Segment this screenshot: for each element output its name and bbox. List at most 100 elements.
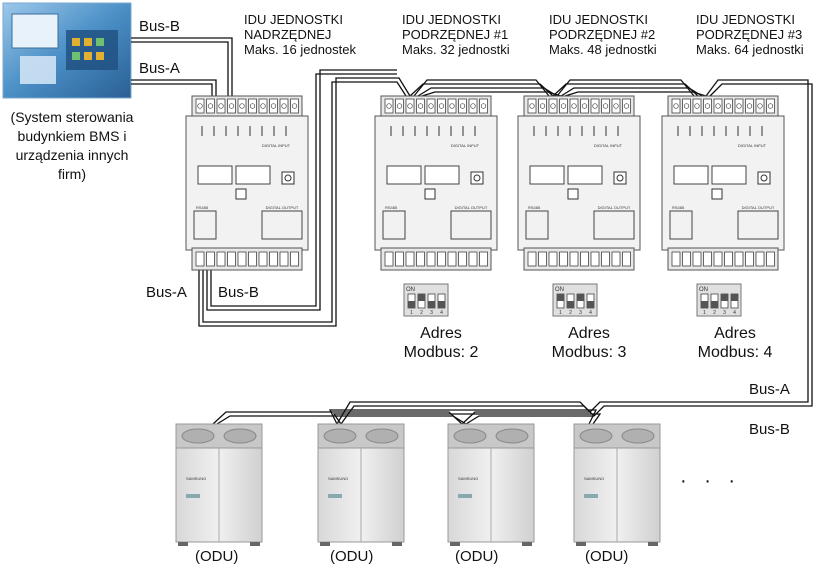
rs485-label: RS485	[672, 205, 685, 210]
terminal-screw	[447, 251, 457, 267]
bms-caption: (System sterowania budynkiem BMS i urząd…	[0, 108, 152, 184]
dip-number: 1	[703, 310, 706, 316]
dip-number: 2	[713, 310, 716, 316]
terminal-screw	[755, 98, 765, 114]
terminal-screw	[195, 251, 205, 267]
odu-fan	[621, 428, 655, 444]
odu-brand: SAMSUNG	[458, 476, 478, 481]
terminal-screw-head	[539, 103, 546, 109]
address-line: Adres	[568, 325, 610, 342]
terminal-screw	[671, 98, 681, 114]
terminal-screw	[538, 98, 547, 114]
terminal-screw	[611, 251, 621, 267]
dip-number: 2	[569, 310, 572, 316]
slave2-modbus-address: Adres Modbus: 3	[534, 324, 644, 362]
odu-label: (ODU)	[585, 548, 629, 565]
dip-on-label: ON	[555, 287, 564, 293]
header-line: PODRZĘDNEJ #1	[402, 27, 509, 42]
terminal-screw-head	[417, 103, 424, 109]
dip-number: 4	[440, 310, 443, 316]
header-line: PODRZĘDNEJ #3	[696, 27, 803, 42]
reset-button-inner	[616, 174, 624, 182]
terminal-screw	[227, 251, 236, 267]
terminal-screw	[671, 251, 681, 267]
terminal-screw-head	[449, 103, 455, 109]
terminal-screw-head	[438, 103, 445, 109]
odu-foot	[392, 542, 402, 546]
dip-toggle	[731, 294, 738, 301]
terminal-screw-head	[683, 103, 690, 109]
digital-output-section	[450, 210, 492, 240]
odu-fan	[323, 428, 357, 444]
header-line: NADRZĘDNEJ	[244, 27, 332, 42]
reset-button	[281, 171, 295, 185]
odu-label: (ODU)	[455, 548, 499, 565]
more-odu-ellipsis: · · ·	[680, 470, 742, 492]
terminal-screw	[468, 251, 478, 267]
master-module-header: IDU JEDNOSTKI NADRZĘDNEJ Maks. 16 jednos…	[244, 12, 356, 57]
odu-indicator	[458, 494, 472, 498]
dip-block	[386, 165, 422, 185]
rs485-section	[525, 210, 549, 240]
dip-number: 2	[420, 310, 423, 316]
terminal-screw	[237, 98, 247, 114]
terminal-screw-head	[613, 103, 619, 109]
terminal-screw	[569, 251, 579, 267]
terminal-screw	[447, 98, 457, 114]
terminal-screw-head	[197, 103, 203, 109]
terminal-screw-head	[736, 103, 742, 109]
bus-a-label-bottom: Bus-A	[146, 284, 187, 301]
odu-label: (ODU)	[195, 548, 239, 565]
terminal-screw-head	[757, 103, 763, 109]
terminal-screw	[692, 98, 702, 114]
address-line: Modbus: 2	[403, 344, 479, 361]
dip-block	[711, 165, 747, 185]
odu-foot	[250, 542, 260, 546]
terminal-screw	[395, 251, 404, 267]
terminal-screw-head	[529, 103, 535, 109]
terminal-screw-head	[571, 103, 577, 109]
terminal-screw	[527, 251, 537, 267]
terminal-screw	[580, 251, 589, 267]
odu-bus-wiring	[212, 401, 740, 425]
terminal-screw	[416, 251, 425, 267]
address-line: Modbus: 3	[551, 344, 627, 361]
terminal-screw-head	[428, 103, 434, 109]
terminal-screw-head	[218, 103, 224, 109]
terminal-screw	[745, 98, 754, 114]
terminal-screw-head	[459, 103, 466, 109]
terminal-screw	[458, 98, 467, 114]
dip-block	[567, 165, 603, 185]
odu-unit: SAMSUNG	[175, 423, 263, 546]
bus-a-label-right: Bus-A	[749, 381, 790, 398]
terminal-screw	[580, 98, 589, 114]
odu-foot	[178, 542, 188, 546]
terminal-screw	[724, 98, 733, 114]
terminal-screw	[538, 251, 547, 267]
terminal-screw-head	[386, 103, 392, 109]
terminal-screw	[405, 251, 415, 267]
digital-output-label: DIGITAL OUTPUT	[455, 205, 488, 210]
odu-indicator	[328, 494, 342, 498]
dip-number: 3	[579, 310, 582, 316]
rs485-section	[382, 210, 406, 240]
address-line: Adres	[420, 325, 462, 342]
terminal-screw	[622, 98, 631, 114]
terminal-screw-head	[270, 103, 277, 109]
terminal-screw-head	[239, 103, 245, 109]
terminal-screw-head	[581, 103, 588, 109]
header-line: PODRZĘDNEJ #2	[549, 27, 656, 42]
terminal-screw	[216, 98, 226, 114]
reset-button-inner	[473, 174, 481, 182]
terminal-screw	[479, 251, 488, 267]
dip-on-label: ON	[699, 287, 708, 293]
dip-block	[235, 165, 271, 185]
master-to-slave-wiring	[198, 69, 411, 327]
digital-output-section	[593, 210, 635, 240]
led	[235, 188, 247, 200]
digital-output-section	[737, 210, 779, 240]
dip-toggle	[428, 301, 435, 308]
terminal-screw	[426, 98, 436, 114]
